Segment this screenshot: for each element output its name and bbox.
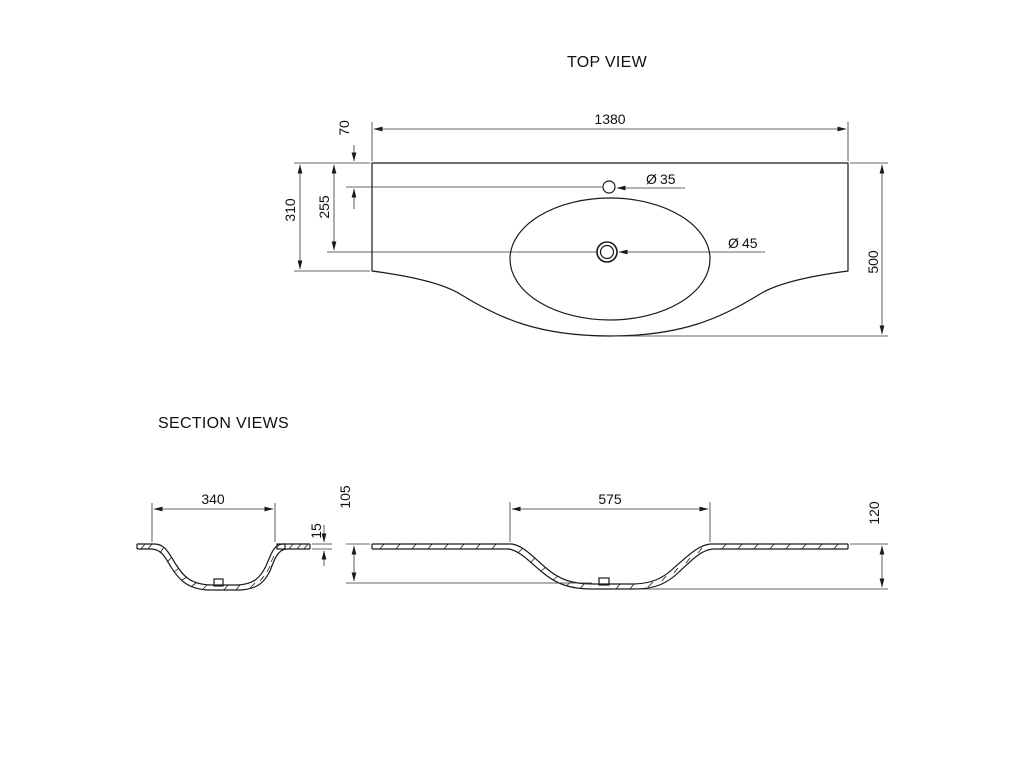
- tap-hole: [602, 180, 616, 194]
- dim-side-bowl-width: 340: [151, 491, 276, 542]
- side-section-upper-profile: [137, 543, 310, 586]
- dim-front-bowl-width: 575: [509, 491, 711, 542]
- section-views-title: SECTION VIEWS: [158, 415, 289, 432]
- side-section-waste: [213, 578, 224, 587]
- basin-outline: [371, 162, 849, 337]
- dim-overall-width: 1380: [371, 111, 849, 161]
- dim-label-1380: 1380: [594, 111, 625, 127]
- side-section-overflow: [276, 543, 286, 550]
- dim-label-d35: 35: [660, 171, 676, 187]
- dim-tap-offset: 70: [336, 120, 602, 209]
- top-view-title: TOP VIEW: [567, 54, 648, 71]
- front-section-upper-profile: [372, 543, 848, 585]
- side-section-hatch: [140, 543, 309, 591]
- dim-front-height-right: 120: [636, 501, 888, 590]
- front-section-view: 575 105 120: [337, 485, 888, 590]
- top-view: 1380 500 310 255 70: [282, 111, 888, 337]
- dim-rear-depth: 310: [282, 162, 370, 272]
- dim-label-340: 340: [201, 491, 225, 507]
- leader-waste-diameter: Ø 45: [618, 235, 765, 255]
- side-section-view: 340 15: [136, 491, 332, 591]
- front-section-waste: [598, 577, 610, 586]
- dim-label-575: 575: [598, 491, 622, 507]
- dim-label-70: 70: [336, 120, 352, 136]
- dim-overall-depth: 500: [612, 162, 888, 337]
- dim-label-15: 15: [308, 523, 324, 539]
- front-section-lower-profile: [372, 548, 848, 590]
- dim-front-height-left: 105: [337, 485, 592, 584]
- bowl-outline: [509, 197, 711, 321]
- diameter-symbol-35: Ø: [646, 171, 657, 187]
- front-section-hatch: [379, 543, 839, 590]
- dim-label-105: 105: [337, 485, 353, 509]
- dim-label-310: 310: [282, 198, 298, 222]
- diameter-symbol-45: Ø: [728, 235, 739, 251]
- dim-side-deck-thickness: 15: [308, 523, 332, 566]
- dim-bowl-center: 255: [316, 164, 598, 253]
- dim-label-255: 255: [316, 195, 332, 219]
- dim-label-d45: 45: [742, 235, 758, 251]
- waste-inner: [599, 244, 615, 260]
- dim-label-120: 120: [866, 501, 882, 525]
- dim-label-500: 500: [865, 250, 881, 274]
- leader-tap-diameter: Ø 35: [616, 171, 685, 191]
